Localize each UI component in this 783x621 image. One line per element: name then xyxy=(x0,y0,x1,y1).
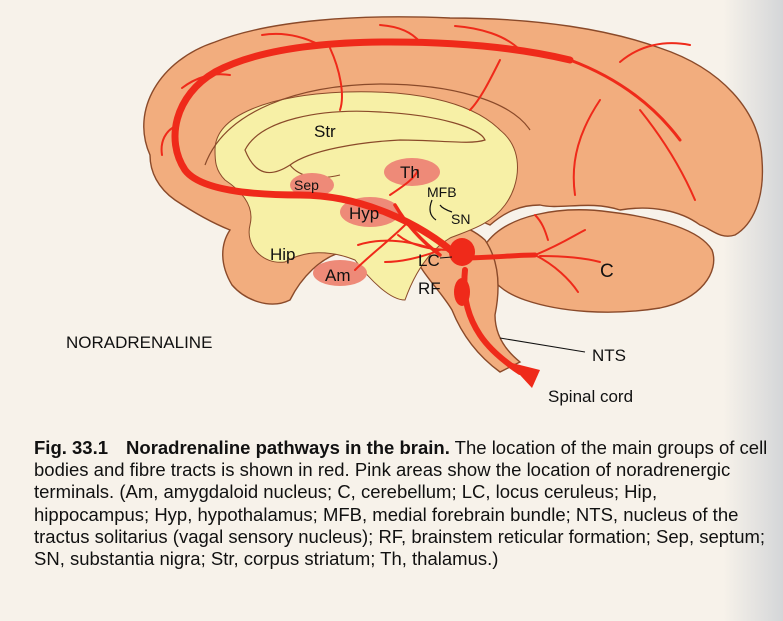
reticular-body xyxy=(454,278,470,306)
figure-caption: Fig. 33.1 Noradrenaline pathways in the b… xyxy=(34,437,774,570)
label-hip: Hip xyxy=(270,246,296,263)
label-noradrenaline: NORADRENALINE xyxy=(66,334,212,351)
figure-title: Noradrenaline pathways in the brain. xyxy=(126,437,450,458)
spinal-cord-arrow xyxy=(508,362,540,388)
label-am: Am xyxy=(325,267,351,284)
brain-diagram: Str Th Sep MFB Hyp SN Hip Am LC RF C NOR… xyxy=(0,0,783,420)
label-str: Str xyxy=(314,123,336,140)
label-rf: RF xyxy=(418,280,441,297)
label-sep: Sep xyxy=(294,178,319,192)
figure-number: Fig. 33.1 xyxy=(34,437,108,458)
label-mfb: MFB xyxy=(427,185,457,199)
label-spinal-cord: Spinal cord xyxy=(548,388,633,405)
label-nts: NTS xyxy=(592,347,626,364)
label-c: C xyxy=(600,262,614,281)
label-hyp: Hyp xyxy=(349,205,379,222)
label-sn: SN xyxy=(451,212,470,226)
label-th: Th xyxy=(400,164,420,181)
brain-illustration xyxy=(0,0,783,420)
locus-ceruleus-body xyxy=(449,238,475,266)
label-lc: LC xyxy=(418,252,440,269)
